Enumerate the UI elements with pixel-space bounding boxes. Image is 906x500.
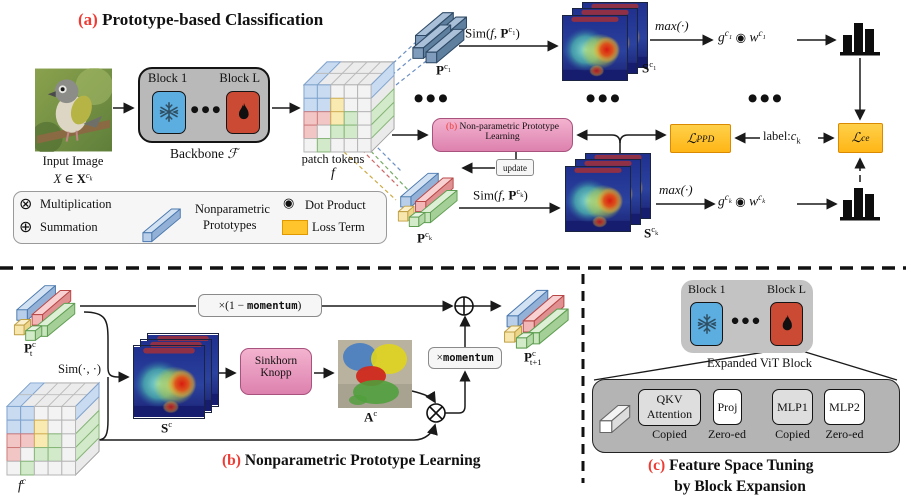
input-image-caption: Input Image	[42, 154, 104, 168]
block1-label: Block 1	[148, 71, 188, 85]
pt1-label: Pct+1	[524, 348, 542, 367]
label-ck: label:ck	[763, 129, 801, 146]
legend-box: ⊗ Multiplication ⊕ Summation Nonparametr…	[13, 191, 387, 244]
heatmap-c1-front	[562, 15, 628, 81]
fc-label: fc	[18, 476, 26, 493]
backbone-box: Block 1 Block L ●●●	[138, 67, 270, 143]
histogram-bottom	[840, 185, 880, 221]
panel-c-title-2: by Block Expansion	[674, 478, 806, 495]
patch-f-label: f	[331, 166, 335, 181]
backbone-dots: ●●●	[190, 105, 224, 115]
flame-icon	[234, 100, 254, 124]
snowflake-icon	[696, 313, 718, 335]
prototypes-label-2: Prototypes	[203, 218, 257, 232]
patch-tokens-caption: patch tokens	[301, 152, 365, 166]
assignment-map	[338, 340, 412, 408]
multiplication-icon: ⊗	[19, 194, 33, 213]
sim-c1-label: Sim(f, Pc1)	[465, 24, 520, 41]
proj-box: Proj	[713, 389, 742, 425]
dots-mid: ●●●	[586, 92, 623, 104]
pt-label: Pct	[24, 339, 36, 358]
mlp2-box: MLP2	[824, 389, 865, 425]
prototypes-label-1: Nonparametric	[195, 202, 270, 216]
fc-cube	[6, 378, 100, 476]
gw-c1-label: gc1 ◉ wc1	[718, 28, 766, 45]
heatmap-stack-c1	[562, 2, 650, 82]
tuned-block	[226, 91, 260, 134]
gw-ck-label: gck ◉ wck	[718, 192, 766, 209]
panel-b-title: (b) Nonparametric Prototype Learning	[222, 452, 481, 469]
zeroed-label-2: Zero-ed	[825, 427, 864, 441]
npl-box: (b) Non-parametric Prototype Learning	[432, 118, 573, 152]
blockL-label: Block L	[219, 71, 260, 85]
prototype-pt1	[502, 276, 580, 354]
summation-label: Summation	[40, 220, 98, 234]
input-math-label: X ∈ Xck	[53, 170, 93, 187]
patch-tokens-cube	[303, 57, 395, 153]
expanded-vit-label: Expanded ViT Block	[707, 356, 813, 370]
expanded-block-box: QKV Attention Proj MLP1 MLP2 Copied Zero…	[592, 379, 900, 453]
flame-icon	[778, 312, 797, 335]
histogram-top	[840, 20, 880, 56]
times-momentum-box: ×momentum	[428, 347, 502, 369]
c-dots: ●●●	[731, 316, 763, 326]
dots-left: ●●●	[414, 92, 451, 104]
zeroed-label-1: Zero-ed	[708, 427, 746, 441]
prototype-pt	[12, 272, 86, 346]
c-block1-label: Block 1	[688, 282, 726, 296]
feature-bar	[598, 401, 638, 437]
qkv-box: QKV Attention	[638, 389, 701, 426]
panel-a-tag: (a)	[78, 10, 98, 29]
dot-product-label: Dot Product	[305, 198, 366, 212]
input-bird-image	[35, 68, 112, 152]
heatmap-stack-ck	[565, 153, 653, 233]
dot-product-icon: ◉	[283, 196, 295, 211]
s-c1-label: Sc1	[642, 59, 657, 76]
prototype-p-c1	[412, 0, 470, 64]
mlp1-box: MLP1	[772, 389, 813, 425]
multiplication-label: Multiplication	[40, 197, 112, 211]
prototype-bar-icon	[140, 192, 192, 245]
loss-term-label: Loss Term	[312, 220, 365, 234]
sim-ck-label: Sim(f, Pck)	[473, 186, 528, 203]
max-bottom-label: max(·)	[659, 182, 693, 197]
update-box: update	[496, 159, 534, 176]
p-ck-label: Pck	[417, 229, 433, 246]
loss-term-swatch	[282, 220, 308, 235]
p-c1-label: Pc1	[436, 61, 452, 78]
summation-icon: ⊕	[19, 217, 33, 236]
prototype-p-ck	[396, 160, 468, 232]
max-top-label: max(·)	[655, 18, 689, 33]
dots-right: ●●●	[748, 92, 785, 104]
backbone-caption: Backbone ℱ	[170, 146, 238, 161]
sc-label: Sc	[161, 419, 173, 436]
ac-label: Ac	[364, 408, 378, 425]
copied-label-1: Copied	[652, 427, 687, 441]
c-frozen-block	[690, 302, 723, 346]
sim-b-label: Sim(·, ·)	[58, 362, 102, 376]
snowflake-icon	[158, 101, 180, 123]
panel-a-title: (a) Prototype-based Classification	[78, 10, 324, 29]
c-tuned-block	[770, 302, 803, 346]
heatmap-stack-sc	[133, 333, 219, 419]
sinkhorn-box: Sinkhorn Knopp	[240, 348, 312, 395]
panel-c-title-1: (c) Feature Space Tuning	[648, 457, 814, 474]
npl-line2: Learning	[485, 132, 520, 142]
copied-label-2: Copied	[775, 427, 810, 441]
heatmap-ck-front	[565, 166, 631, 232]
frozen-block	[152, 91, 186, 134]
vit-blocks-box: Block 1 Block L ●●●	[681, 280, 813, 353]
npl-line1: (b) Non-parametric Prototype	[446, 122, 559, 132]
s-ck-label: Sck	[644, 224, 659, 241]
one-minus-momentum-box: ×(1 − momentum)	[198, 294, 322, 317]
c-blockL-label: Block L	[767, 282, 806, 296]
heatmap-sc-front	[133, 345, 205, 419]
